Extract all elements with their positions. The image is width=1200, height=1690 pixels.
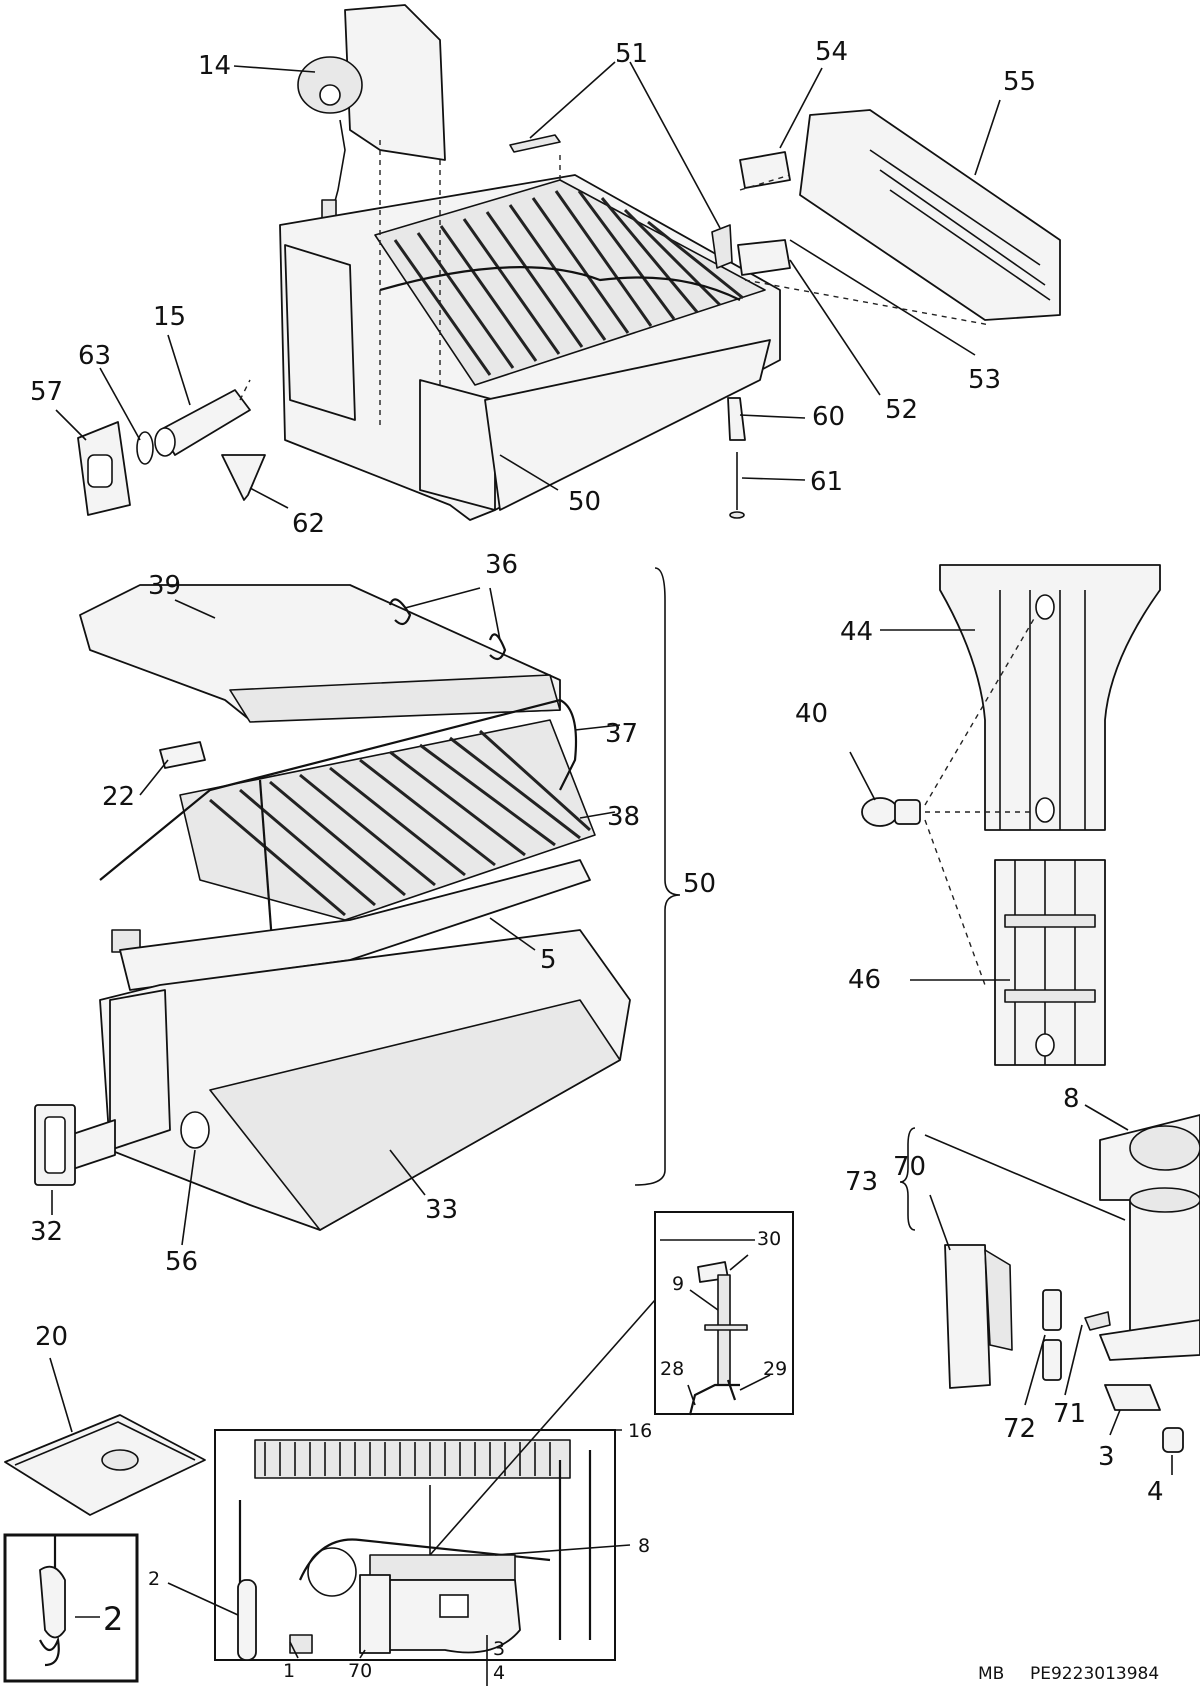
callout-28: 28 bbox=[660, 1358, 684, 1380]
evaporator-housing-part-50 bbox=[279, 174, 781, 521]
callout-61: 61 bbox=[810, 467, 843, 497]
callout-51: 51 bbox=[615, 39, 648, 69]
evaporator-fins bbox=[393, 190, 744, 376]
callout-73: 73 bbox=[845, 1167, 878, 1197]
callout-4-right: 4 bbox=[1147, 1477, 1164, 1507]
top-cover-part-39 bbox=[79, 584, 561, 723]
callout-62: 62 bbox=[292, 509, 325, 539]
callout-54: 54 bbox=[815, 37, 848, 67]
funnel-part-62 bbox=[221, 454, 266, 501]
housing-part-33 bbox=[69, 929, 631, 1231]
callout-30: 30 bbox=[757, 1228, 781, 1250]
callout-53: 53 bbox=[968, 365, 1001, 395]
manual-part-20 bbox=[4, 1414, 206, 1516]
callout-29: 29 bbox=[763, 1358, 787, 1380]
drain-tray-part-5 bbox=[119, 859, 591, 991]
bracket-part-52 bbox=[737, 239, 791, 276]
compressor-part-8-bottom bbox=[369, 1554, 521, 1654]
sensor-part-22 bbox=[159, 741, 206, 769]
callout-39: 39 bbox=[148, 571, 181, 601]
strip-part-51 bbox=[509, 134, 733, 269]
callout-4-bottom: 4 bbox=[493, 1662, 505, 1684]
callout-16: 16 bbox=[628, 1420, 652, 1442]
callout-37: 37 bbox=[605, 719, 638, 749]
bracket-part-72 bbox=[1042, 1289, 1062, 1381]
cover-part-57 bbox=[77, 421, 131, 516]
callout-50-middle: 50 bbox=[683, 869, 716, 899]
callout-22: 22 bbox=[102, 782, 135, 812]
footer-mb: MB bbox=[978, 1664, 1004, 1684]
callout-2-main: 2 bbox=[148, 1568, 160, 1590]
callout-36: 36 bbox=[485, 550, 518, 580]
callout-8-right: 8 bbox=[1063, 1084, 1080, 1114]
rail-part-53-55 bbox=[799, 109, 1061, 321]
grommet-part-4 bbox=[1162, 1427, 1184, 1453]
peg-part-60 bbox=[727, 397, 746, 441]
lamp-part-40 bbox=[861, 797, 921, 827]
callout-14: 14 bbox=[198, 51, 231, 81]
callout-71: 71 bbox=[1053, 1399, 1086, 1429]
thermostat-part-1 bbox=[289, 1634, 313, 1654]
detail-box-right bbox=[654, 1211, 794, 1416]
seal-part-63 bbox=[136, 431, 154, 465]
panel-part-46 bbox=[994, 859, 1106, 1066]
relay-part-70 bbox=[944, 1244, 1013, 1389]
callout-60: 60 bbox=[812, 402, 845, 432]
screw-part-71 bbox=[1084, 1311, 1111, 1331]
condenser-part-16 bbox=[214, 1429, 616, 1661]
callout-70-bottom: 70 bbox=[348, 1660, 372, 1682]
callout-63: 63 bbox=[78, 341, 111, 371]
spring-clip-part-36 bbox=[388, 598, 507, 661]
callout-70-right: 70 bbox=[893, 1152, 926, 1182]
clip-part-3 bbox=[1104, 1384, 1161, 1411]
duct-part-15 bbox=[154, 389, 251, 457]
gasket-part-32 bbox=[34, 1104, 76, 1186]
callout-38: 38 bbox=[607, 802, 640, 832]
compressor-part-8 bbox=[1099, 1114, 1200, 1361]
callout-3-bottom: 3 bbox=[493, 1638, 505, 1660]
footer-document-code: PE9223013984 bbox=[1030, 1664, 1159, 1684]
callout-2-detail: 2 bbox=[103, 1600, 123, 1638]
drier-part-2 bbox=[237, 1579, 257, 1661]
callout-46: 46 bbox=[848, 965, 881, 995]
callout-15: 15 bbox=[153, 302, 186, 332]
evaporator-part-38 bbox=[179, 719, 596, 921]
callout-9: 9 bbox=[672, 1273, 684, 1295]
detail-box-left bbox=[3, 1533, 139, 1683]
callout-44: 44 bbox=[840, 617, 873, 647]
fan-motor-part-14 bbox=[297, 4, 446, 223]
callout-57: 57 bbox=[30, 377, 63, 407]
callout-56: 56 bbox=[165, 1247, 198, 1277]
callout-5: 5 bbox=[540, 945, 557, 975]
callout-40: 40 bbox=[795, 699, 828, 729]
callout-3-right: 3 bbox=[1098, 1442, 1115, 1472]
relay-part-70-bottom bbox=[359, 1574, 391, 1654]
callout-50-top: 50 bbox=[568, 487, 601, 517]
callout-72: 72 bbox=[1003, 1414, 1036, 1444]
callout-32: 32 bbox=[30, 1217, 63, 1247]
callout-55: 55 bbox=[1003, 67, 1036, 97]
callout-8-bottom: 8 bbox=[638, 1535, 650, 1557]
callout-52: 52 bbox=[885, 395, 918, 425]
callout-20: 20 bbox=[35, 1322, 68, 1352]
screw-part-61 bbox=[729, 452, 745, 519]
callout-33: 33 bbox=[425, 1195, 458, 1225]
callout-1: 1 bbox=[283, 1660, 295, 1682]
clip-part-54 bbox=[739, 151, 791, 189]
air-duct-part-44 bbox=[939, 564, 1161, 831]
